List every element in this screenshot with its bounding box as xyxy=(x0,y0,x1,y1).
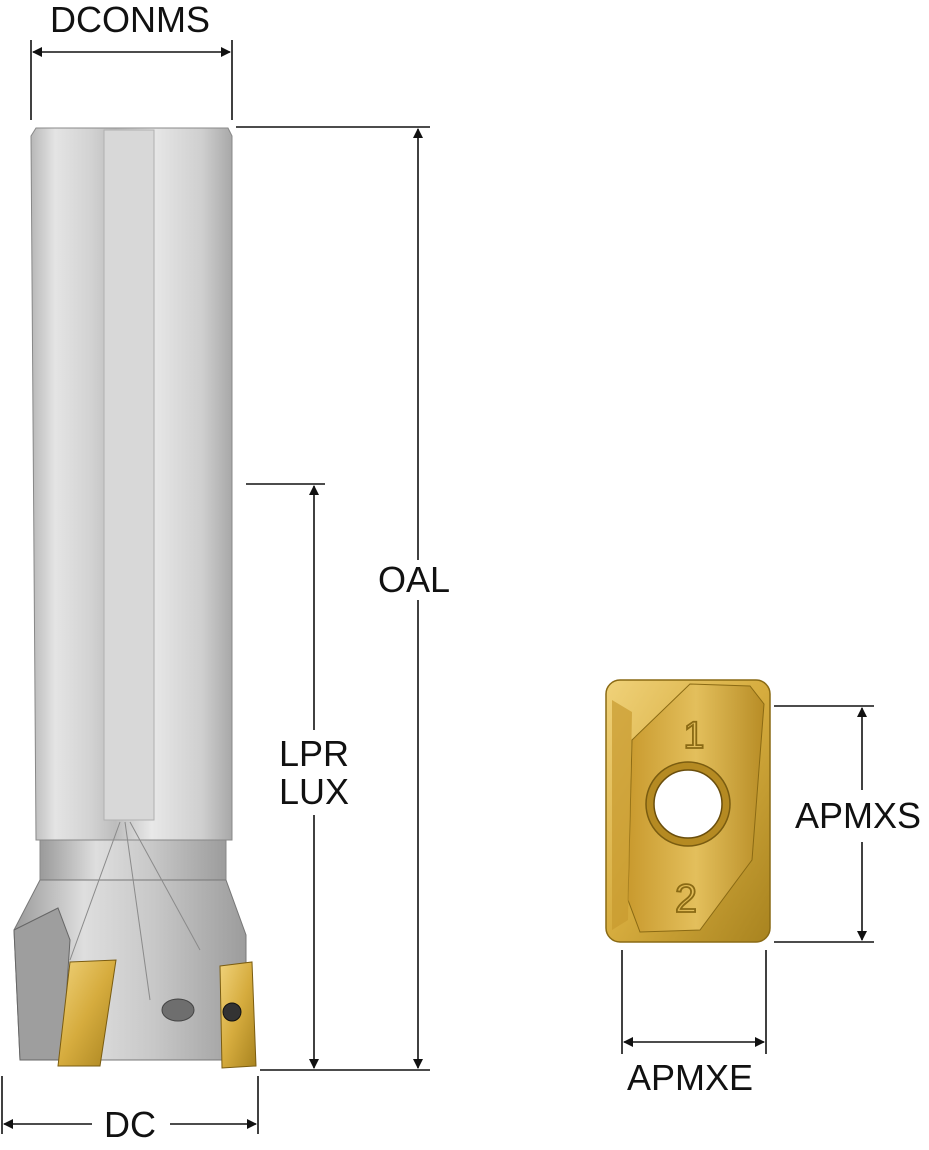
dimension-lines xyxy=(1,40,430,1134)
insert: 1 2 xyxy=(605,679,771,943)
left-insert xyxy=(57,959,117,1067)
insert-screw xyxy=(222,1002,242,1022)
apmxs-label: APMXS xyxy=(795,795,921,836)
neck xyxy=(39,839,227,881)
insert-hole xyxy=(653,769,723,839)
coolant-hole xyxy=(161,998,195,1022)
oal-label: OAL xyxy=(378,559,450,600)
apmxe-label: APMXE xyxy=(627,1057,753,1098)
end-mill xyxy=(13,127,257,1069)
lux-label: LUX xyxy=(279,771,349,812)
shank-flat xyxy=(103,129,155,821)
coolant-channel-lines xyxy=(69,821,201,1001)
dconms-label: DCONMS xyxy=(50,0,210,40)
insert-edge-highlight xyxy=(612,700,632,930)
insert-dimension-lines xyxy=(621,705,874,1054)
insert-marking-1: 1 xyxy=(683,715,704,757)
dc-label: DC xyxy=(104,1104,156,1145)
insert-marking-2: 2 xyxy=(675,877,697,921)
lpr-label: LPR xyxy=(279,733,349,774)
